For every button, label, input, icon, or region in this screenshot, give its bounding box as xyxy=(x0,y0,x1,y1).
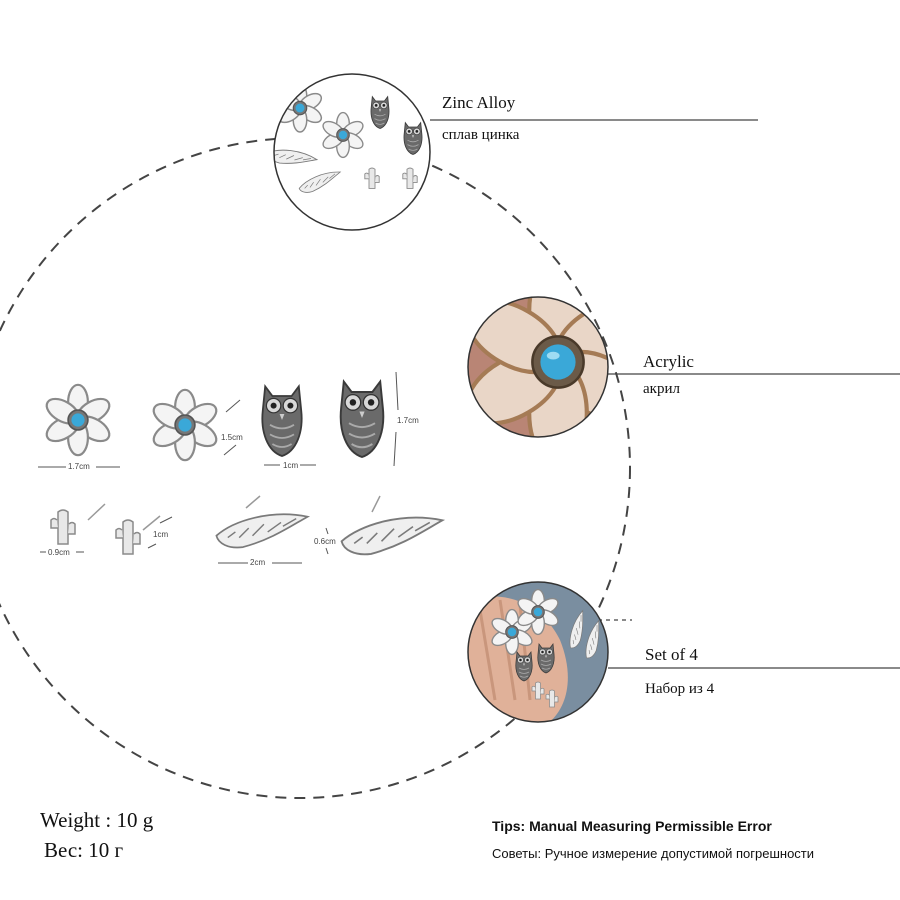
callout-image-acrylic xyxy=(467,296,609,438)
dim-owl-width: 1cm xyxy=(283,461,299,470)
dim-cactus-width: 0.9cm xyxy=(48,548,70,557)
product-flower-earring-1 xyxy=(41,383,115,457)
dim-wing-height: 0.6cm xyxy=(314,537,336,546)
tips-en: Tips: Manual Measuring Permissible Error xyxy=(492,818,772,834)
product-wing-earring-2 xyxy=(340,516,444,556)
product-cactus-earring-1 xyxy=(50,509,76,545)
label-acrylic-ru: акрил xyxy=(643,381,680,397)
callout-image-set-of-4 xyxy=(467,581,609,723)
label-acrylic-en: Acrylic xyxy=(643,352,694,371)
dim-wing-width: 2cm xyxy=(250,558,266,567)
tips-ru: Советы: Ручное измерение допустимой погр… xyxy=(492,846,815,861)
dim-owl-height: 1.7cm xyxy=(397,416,419,425)
label-set-en: Set of 4 xyxy=(645,645,698,664)
label-zinc-alloy-en: Zinc Alloy xyxy=(442,93,516,112)
dim-flower-width: 1.7cm xyxy=(68,462,90,471)
product-flower-earring-2 xyxy=(148,388,222,462)
product-owl-earring-1 xyxy=(261,385,303,457)
dashed-outline-circle xyxy=(0,137,631,799)
product-wing-earring-1 xyxy=(215,513,309,549)
product-owl-earring-2 xyxy=(339,380,385,458)
dim-cactus-height: 1cm xyxy=(153,530,169,539)
callout-image-zinc-alloy xyxy=(273,73,431,231)
measurement-lines xyxy=(38,371,399,564)
product-cactus-earring-2 xyxy=(115,519,141,555)
label-set-ru: Набор из 4 xyxy=(645,681,715,697)
dim-flower-height: 1.5cm xyxy=(221,433,243,442)
label-zinc-alloy-ru: сплав цинка xyxy=(442,127,520,143)
weight-ru: Вес: 10 г xyxy=(44,838,124,862)
weight-en: Weight : 10 g xyxy=(40,808,154,832)
